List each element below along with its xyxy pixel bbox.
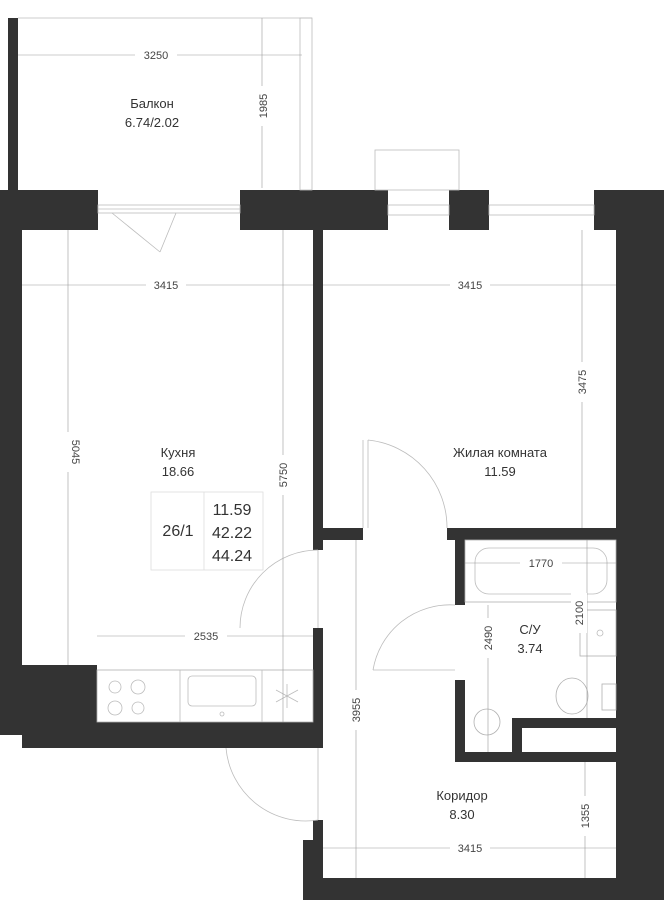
dim-corridor-depth: 3955 xyxy=(351,698,363,722)
walls xyxy=(0,18,664,900)
washing-machine-icon xyxy=(473,708,501,736)
stove-burner-icon xyxy=(107,700,123,716)
stove-burner-icon xyxy=(108,680,122,694)
dimension-labels: 3250 1985 3415 3415 5045 5750 3475 2535 … xyxy=(60,47,593,856)
dim-kitchen-depth: 5045 xyxy=(69,440,81,464)
doors xyxy=(111,212,456,822)
dim-balcony-depth: 1985 xyxy=(258,94,270,118)
kitchen-fixtures xyxy=(96,669,314,723)
dim-living-depth: 3475 xyxy=(577,370,589,394)
dim-balcony-width: 3250 xyxy=(144,50,168,62)
corridor-area: 8.30 xyxy=(449,807,474,822)
living-room-area: 11.59 xyxy=(484,464,516,479)
dim-bath-width: 1770 xyxy=(529,558,553,570)
bathroom-name: С/У xyxy=(519,622,541,637)
apartment-number: 26/1 xyxy=(162,523,193,540)
stove-burner-icon xyxy=(131,701,145,715)
light-point-icon xyxy=(275,684,299,708)
info-area-with-balcony: 44.24 xyxy=(212,548,252,565)
dim-kitchen-width: 3415 xyxy=(154,280,178,292)
bathroom-area: 3.74 xyxy=(517,641,542,656)
toilet-icon xyxy=(555,677,589,715)
balcony-area: 6.74/2.02 xyxy=(125,115,179,130)
dim-living-width: 3415 xyxy=(458,280,482,292)
dim-bath-depth: 2100 xyxy=(574,601,586,625)
info-living-area: 11.59 xyxy=(213,502,252,519)
living-room-name: Жилая комната xyxy=(453,445,548,460)
dim-kitchen-full-depth: 5750 xyxy=(278,463,290,487)
kitchen-name: Кухня xyxy=(161,445,196,460)
sink-icon xyxy=(187,675,257,707)
room-labels: Балкон 6.74/2.02 Кухня 18.66 Жилая комна… xyxy=(125,96,548,822)
corridor-name: Коридор xyxy=(436,788,487,803)
windows xyxy=(18,17,595,216)
dim-bath-full-depth: 2490 xyxy=(483,626,495,650)
dim-corridor-small-depth: 1355 xyxy=(580,804,592,828)
stove-burner-icon xyxy=(130,679,146,695)
apartment-info-box: 26/1 11.59 42.22 44.24 xyxy=(150,491,264,571)
dim-kitchen-inner-width: 2535 xyxy=(194,631,218,643)
dim-corridor-width: 3415 xyxy=(458,843,482,855)
balcony-name: Балкон xyxy=(130,96,174,111)
kitchen-area: 18.66 xyxy=(162,464,195,479)
info-total-area: 42.22 xyxy=(212,525,252,542)
